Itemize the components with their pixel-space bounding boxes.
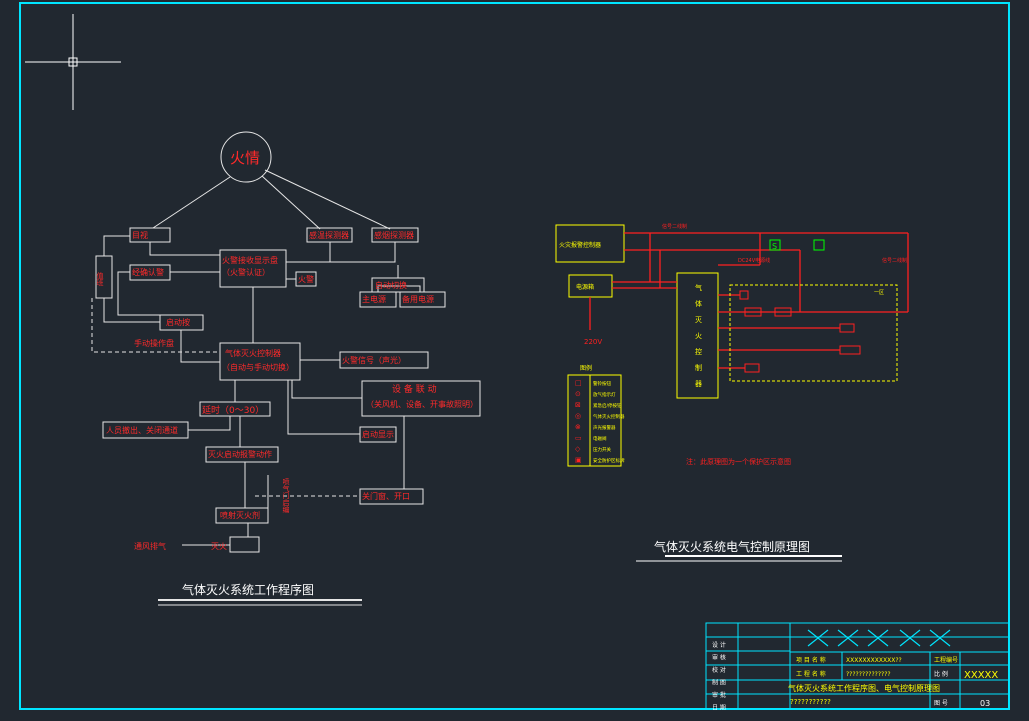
- legend-item: 声光报警器: [593, 424, 616, 431]
- title-row-label: 日 期: [712, 704, 726, 712]
- legend-item: 放气指示灯: [593, 391, 616, 398]
- legend-item: 紧急启/停按钮: [593, 402, 622, 409]
- title-block-rows: 设 计审 核校 对制 图审 批日 期: [712, 641, 726, 712]
- title-row-label: 审 批: [712, 691, 726, 699]
- svg-text:???????????: ???????????: [790, 698, 831, 706]
- controller-char: 控: [695, 347, 702, 356]
- svg-text:工程编号: 工程编号: [934, 656, 958, 664]
- title-row-label: 审 核: [712, 654, 726, 662]
- workflow-caption: 气体灭火系统工作程序图: [182, 582, 314, 597]
- legend: □ 警铃按钮 ⊙ 放气指示灯 ⊠ 紧急启/停按钮 ◎ 气体灭火控制器 ⊗ 声光报警器 ▭ 电磁阀 ◇ 压力…: [575, 379, 625, 464]
- svg-text:图例: 图例: [580, 364, 592, 372]
- svg-text:值班: 值班: [96, 271, 104, 287]
- svg-text:通风排气: 通风排气: [134, 541, 166, 551]
- controller-char: 制: [695, 363, 702, 372]
- svg-text:火警: 火警: [298, 274, 314, 284]
- svg-text:220V: 220V: [584, 338, 602, 346]
- svg-text:DC24V电源线: DC24V电源线: [738, 257, 770, 264]
- svg-text:信号二线制: 信号二线制: [662, 223, 687, 230]
- electrical-labels: 火灾报警控制器 电源箱 220V 图例 信号二线制 信号二线制 DC24V电源线…: [559, 223, 907, 554]
- svg-text:信号二线制: 信号二线制: [882, 257, 907, 264]
- svg-text:设 备 联 动: 设 备 联 动: [392, 383, 437, 395]
- legend-symbol: ◇: [575, 445, 581, 453]
- svg-text:XXXXXXXXXXXX??: XXXXXXXXXXXX??: [846, 657, 902, 664]
- svg-text:注：此原理图为一个保护区示意图: 注：此原理图为一个保护区示意图: [686, 457, 791, 466]
- svg-text:工 程 名 称: 工 程 名 称: [796, 670, 826, 678]
- legend-symbol: ⊗: [575, 423, 581, 431]
- title-row-label: 校 对: [712, 666, 726, 674]
- svg-text:灭火启动报警动作: 灭火启动报警动作: [208, 449, 272, 459]
- title-row-label: 制 图: [712, 679, 726, 687]
- legend-item: 安全防护区标牌: [593, 457, 625, 464]
- svg-text:图 号: 图 号: [934, 700, 948, 707]
- svg-text:目视: 目视: [132, 230, 148, 240]
- svg-text:灭火: 灭火: [211, 542, 227, 551]
- fire-label: 火情: [230, 149, 260, 167]
- svg-text:感烟探测器: 感烟探测器: [374, 230, 414, 240]
- controller-char: 火: [695, 332, 702, 340]
- svg-text:气体灭火系统电气控制原理图: 气体灭火系统电气控制原理图: [654, 539, 810, 554]
- svg-text:火灾报警控制器: 火灾报警控制器: [559, 241, 601, 249]
- controller-char: 体: [695, 299, 702, 308]
- svg-text:备用电源: 备用电源: [402, 294, 434, 304]
- cursor-crosshair-icon: [25, 14, 121, 110]
- svg-text:（火警认证）: （火警认证）: [222, 267, 270, 277]
- legend-symbol: ▭: [575, 434, 582, 442]
- svg-text:经确认警: 经确认警: [132, 267, 164, 277]
- title-block: [705, 622, 1010, 710]
- svg-text:喷射灭火剂: 喷射灭火剂: [220, 510, 260, 520]
- svg-text:（自动与手动切换）: （自动与手动切换）: [222, 362, 294, 372]
- title-block-text: 项 目 名 称 工 程 名 称 XXXXXXXXXXXX?? ?????????…: [788, 656, 998, 708]
- svg-text:项 目 名 称: 项 目 名 称: [796, 656, 826, 664]
- svg-text:启动显示: 启动显示: [362, 429, 394, 439]
- title-crosses: [807, 629, 951, 647]
- workflow-diagram: [91, 131, 481, 606]
- svg-text:启动按: 启动按: [166, 317, 190, 327]
- svg-text:主电源: 主电源: [362, 294, 386, 304]
- svg-text:气体灭火控制器: 气体灭火控制器: [225, 348, 281, 358]
- svg-text:人员撤出、关闭通道: 人员撤出、关闭通道: [106, 425, 178, 435]
- legend-symbol: ◎: [575, 412, 581, 420]
- legend-symbol: ⊠: [575, 401, 581, 409]
- svg-text:自动切换: 自动切换: [375, 280, 407, 290]
- fire-circle: [220, 131, 272, 183]
- svg-text:??????????????: ??????????????: [846, 671, 891, 678]
- svg-text:XXXXX: XXXXX: [964, 670, 998, 681]
- svg-text:比 例: 比 例: [934, 670, 948, 678]
- legend-item: 气体灭火控制器: [593, 413, 625, 420]
- electrical-diagram: [555, 224, 909, 562]
- svg-text:喷气门启编: 喷气门启编: [282, 477, 290, 514]
- svg-text:关门窗、开口: 关门窗、开口: [362, 491, 410, 501]
- controller-char: 器: [695, 380, 702, 388]
- controller-char: 灭: [695, 316, 702, 324]
- drawing-border: [19, 2, 1010, 710]
- svg-text:手动操作盘: 手动操作盘: [134, 338, 174, 348]
- legend-item: 压力开关: [593, 446, 611, 453]
- legend-item: 电磁阀: [593, 435, 607, 442]
- svg-text:气体灭火系统工作程序图、电气控制原理图: 气体灭火系统工作程序图、电气控制原理图: [788, 683, 940, 693]
- controller-vertical-label: 气体灭火控制器: [695, 283, 702, 388]
- legend-symbol: □: [575, 379, 582, 387]
- svg-text:03: 03: [980, 699, 990, 708]
- svg-text:火警信号（声光）: 火警信号（声光）: [342, 355, 406, 365]
- legend-symbol: ⊙: [575, 390, 581, 398]
- svg-text:S: S: [772, 242, 777, 251]
- svg-text:感温探测器: 感温探测器: [309, 230, 349, 240]
- legend-item: 警铃按钮: [593, 380, 611, 387]
- svg-text:火警接收显示盘: 火警接收显示盘: [222, 255, 278, 265]
- title-row-label: 设 计: [712, 641, 726, 649]
- svg-text:一区: 一区: [874, 290, 884, 296]
- svg-text:电源箱: 电源箱: [576, 283, 594, 291]
- legend-symbol: ▣: [575, 456, 582, 464]
- workflow-labels: 火情 目视 感温探测器 感烟探测器 值班 经确认警 火警接收显示盘 （火警认证）…: [96, 149, 478, 551]
- svg-text:延时（0～30）: 延时（0～30）: [202, 404, 264, 416]
- svg-text:（关风机、设备、开事故照明）: （关风机、设备、开事故照明）: [366, 399, 478, 409]
- controller-char: 气: [695, 283, 702, 292]
